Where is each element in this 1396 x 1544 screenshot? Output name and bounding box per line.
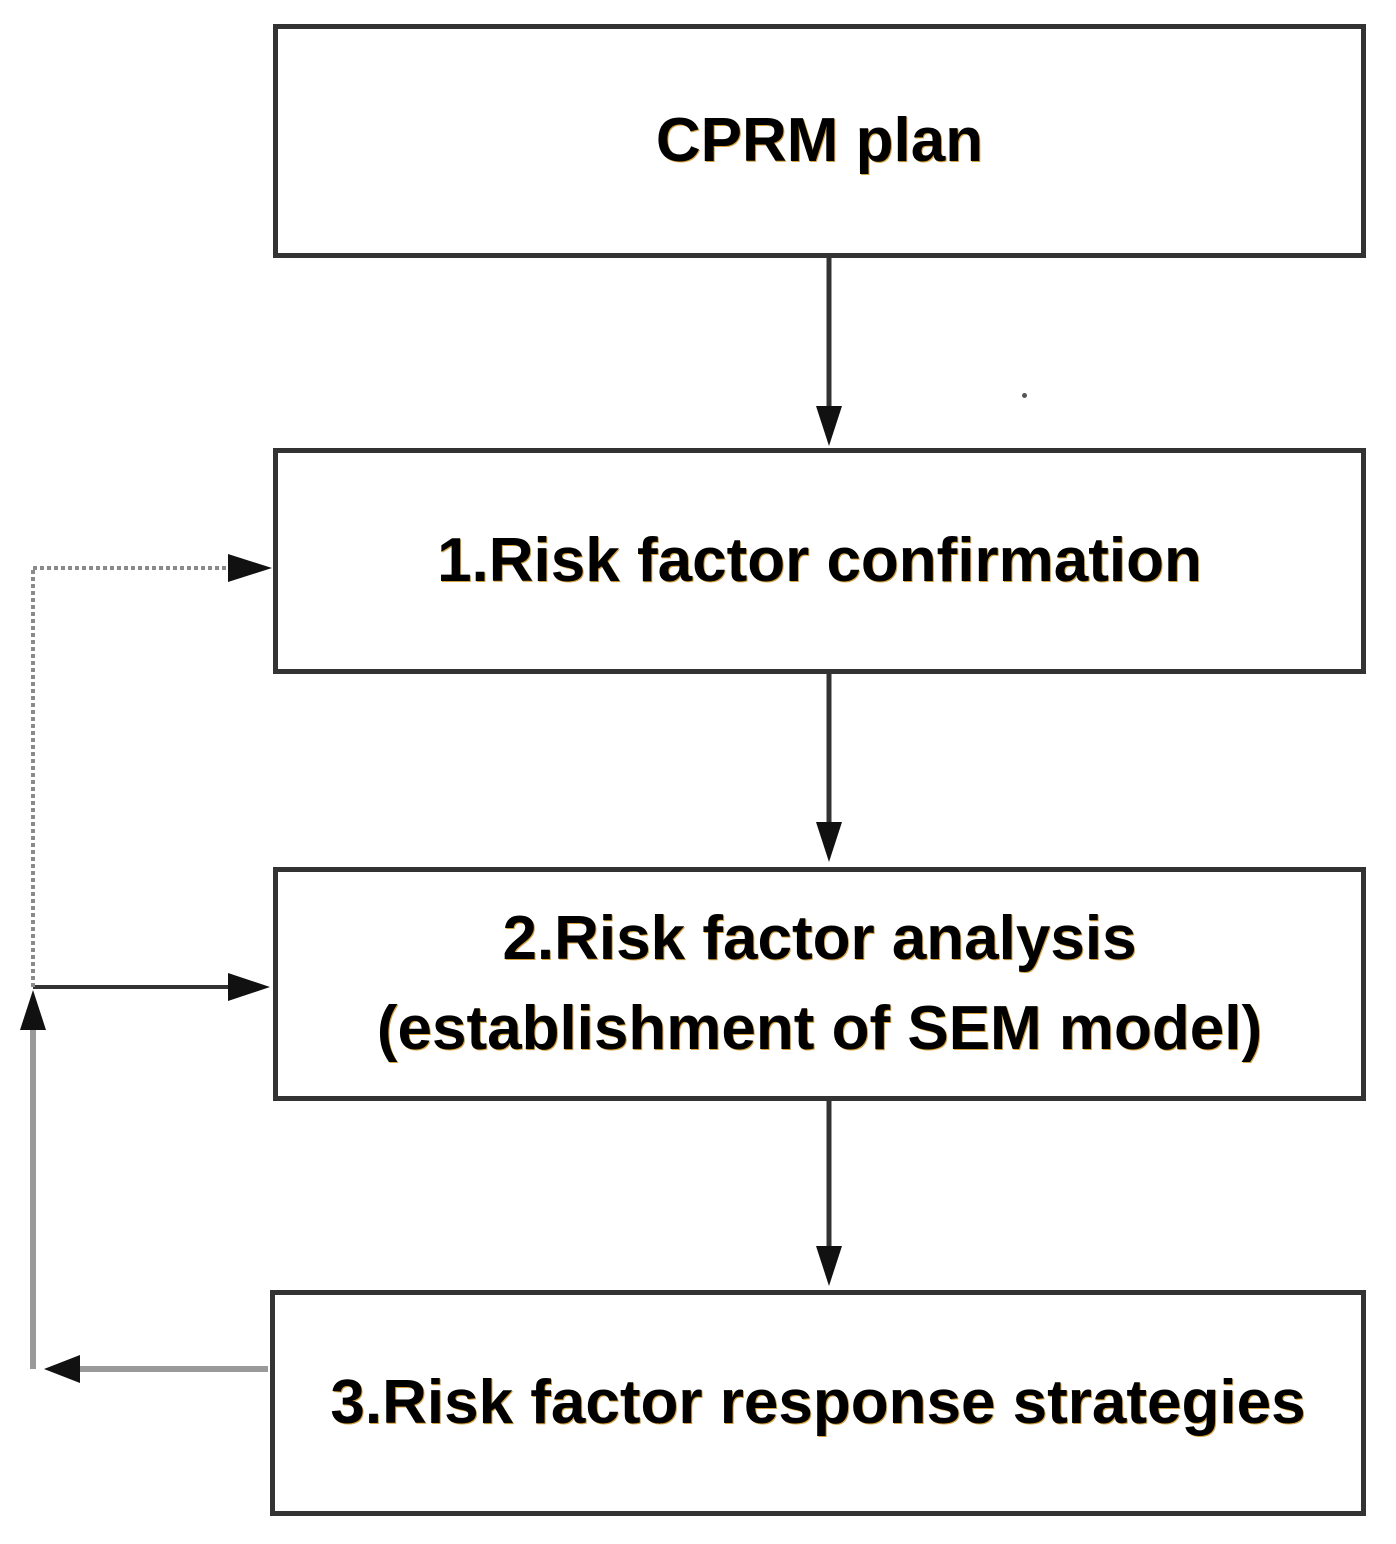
step-box-risk-factor-confirmation: 1.Risk factor confirmation [273, 448, 1366, 674]
step-box-risk-factor-response: 3.Risk factor response strategies [270, 1290, 1366, 1516]
step-box-cprm-plan: CPRM plan [273, 24, 1366, 258]
arrow-plan-to-confirmation [816, 258, 842, 446]
stray-dot-mark [1022, 393, 1027, 398]
step-label-cprm-plan: CPRM plan [655, 106, 984, 176]
step-label-risk-factor-response: 3.Risk factor response strategies [330, 1368, 1306, 1438]
step-label-risk-factor-confirmation: 1.Risk factor confirmation [437, 526, 1202, 596]
feedback-to-analysis [33, 973, 270, 1001]
feedback-response-to-left [20, 990, 268, 1383]
step-box-risk-factor-analysis: 2.Risk factor analysis (establishment of… [273, 867, 1366, 1101]
feedback-to-confirmation-dotted [31, 554, 272, 987]
step-label-risk-factor-analysis: 2.Risk factor analysis [502, 904, 1137, 974]
arrow-confirmation-to-analysis [816, 674, 842, 862]
step-sublabel-sem-model: (establishment of SEM model) [376, 994, 1263, 1063]
arrow-analysis-to-response [816, 1101, 842, 1286]
